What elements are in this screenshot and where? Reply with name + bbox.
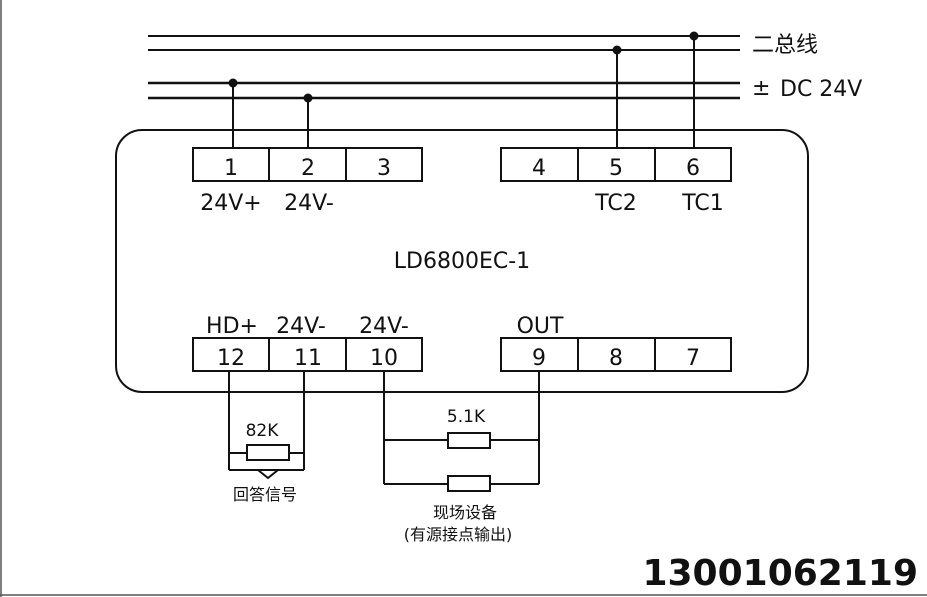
bottom-terminal-block-right	[500, 337, 732, 372]
two-wire-bus-label: 二总线	[752, 33, 818, 58]
terminal-10-number: 10	[370, 346, 398, 371]
resistor-82k-label: 82K	[246, 421, 280, 441]
field-device-circuit	[383, 371, 540, 492]
terminal-9-number: 9	[532, 346, 546, 371]
bottom-terminal-block-left	[192, 337, 423, 372]
terminal-12-label: HD+	[206, 314, 258, 339]
plus-minus-symbol: ±	[752, 76, 770, 101]
answer-signal-caption: 回答信号	[233, 485, 297, 504]
phone-number: 13001062119	[642, 553, 918, 594]
module-body	[115, 129, 809, 393]
terminal-6-number: 6	[686, 156, 700, 181]
terminal-10-label: 24V-	[359, 314, 409, 339]
junction-dot	[689, 31, 699, 41]
answer-signal-circuit	[228, 371, 305, 480]
terminal-5-number: 5	[609, 156, 623, 181]
resistor-82k	[246, 444, 290, 461]
terminal-2-number: 2	[301, 156, 315, 181]
module-name: LD6800EC-1	[394, 249, 530, 274]
answer-contact-mark	[257, 469, 279, 480]
top-terminal-block-right	[500, 147, 732, 182]
dc24v-bus	[148, 81, 740, 100]
junction-dot	[303, 93, 313, 103]
terminal-1-number: 1	[224, 156, 238, 181]
dc24v-label: DC 24V	[780, 77, 862, 102]
terminal-4-number: 4	[532, 156, 546, 181]
junction-dot	[612, 45, 622, 55]
resistor-5k1	[447, 432, 491, 449]
terminal-9-label: OUT	[517, 314, 564, 339]
field-device-subcaption: (有源接点输出)	[404, 525, 513, 544]
terminal-2-label: 24V-	[284, 191, 334, 216]
field-device-contact	[447, 475, 491, 492]
terminal-7-number: 7	[686, 346, 700, 371]
terminal-5-label: TC2	[594, 191, 637, 216]
terminal-11-label: 24V-	[276, 314, 326, 339]
field-device-caption: 现场设备	[433, 503, 497, 522]
terminal-11-number: 11	[294, 346, 322, 371]
terminal-8-number: 8	[609, 346, 623, 371]
terminal-1-label: 24V+	[200, 191, 261, 216]
terminal-12-number: 12	[217, 346, 245, 371]
two-wire-bus	[148, 35, 740, 51]
resistor-5k1-label: 5.1K	[447, 407, 486, 427]
junction-dot	[228, 78, 238, 88]
top-terminal-block-left	[192, 147, 423, 182]
terminal-6-label: TC1	[681, 191, 724, 216]
terminal-3-number: 3	[377, 156, 391, 181]
